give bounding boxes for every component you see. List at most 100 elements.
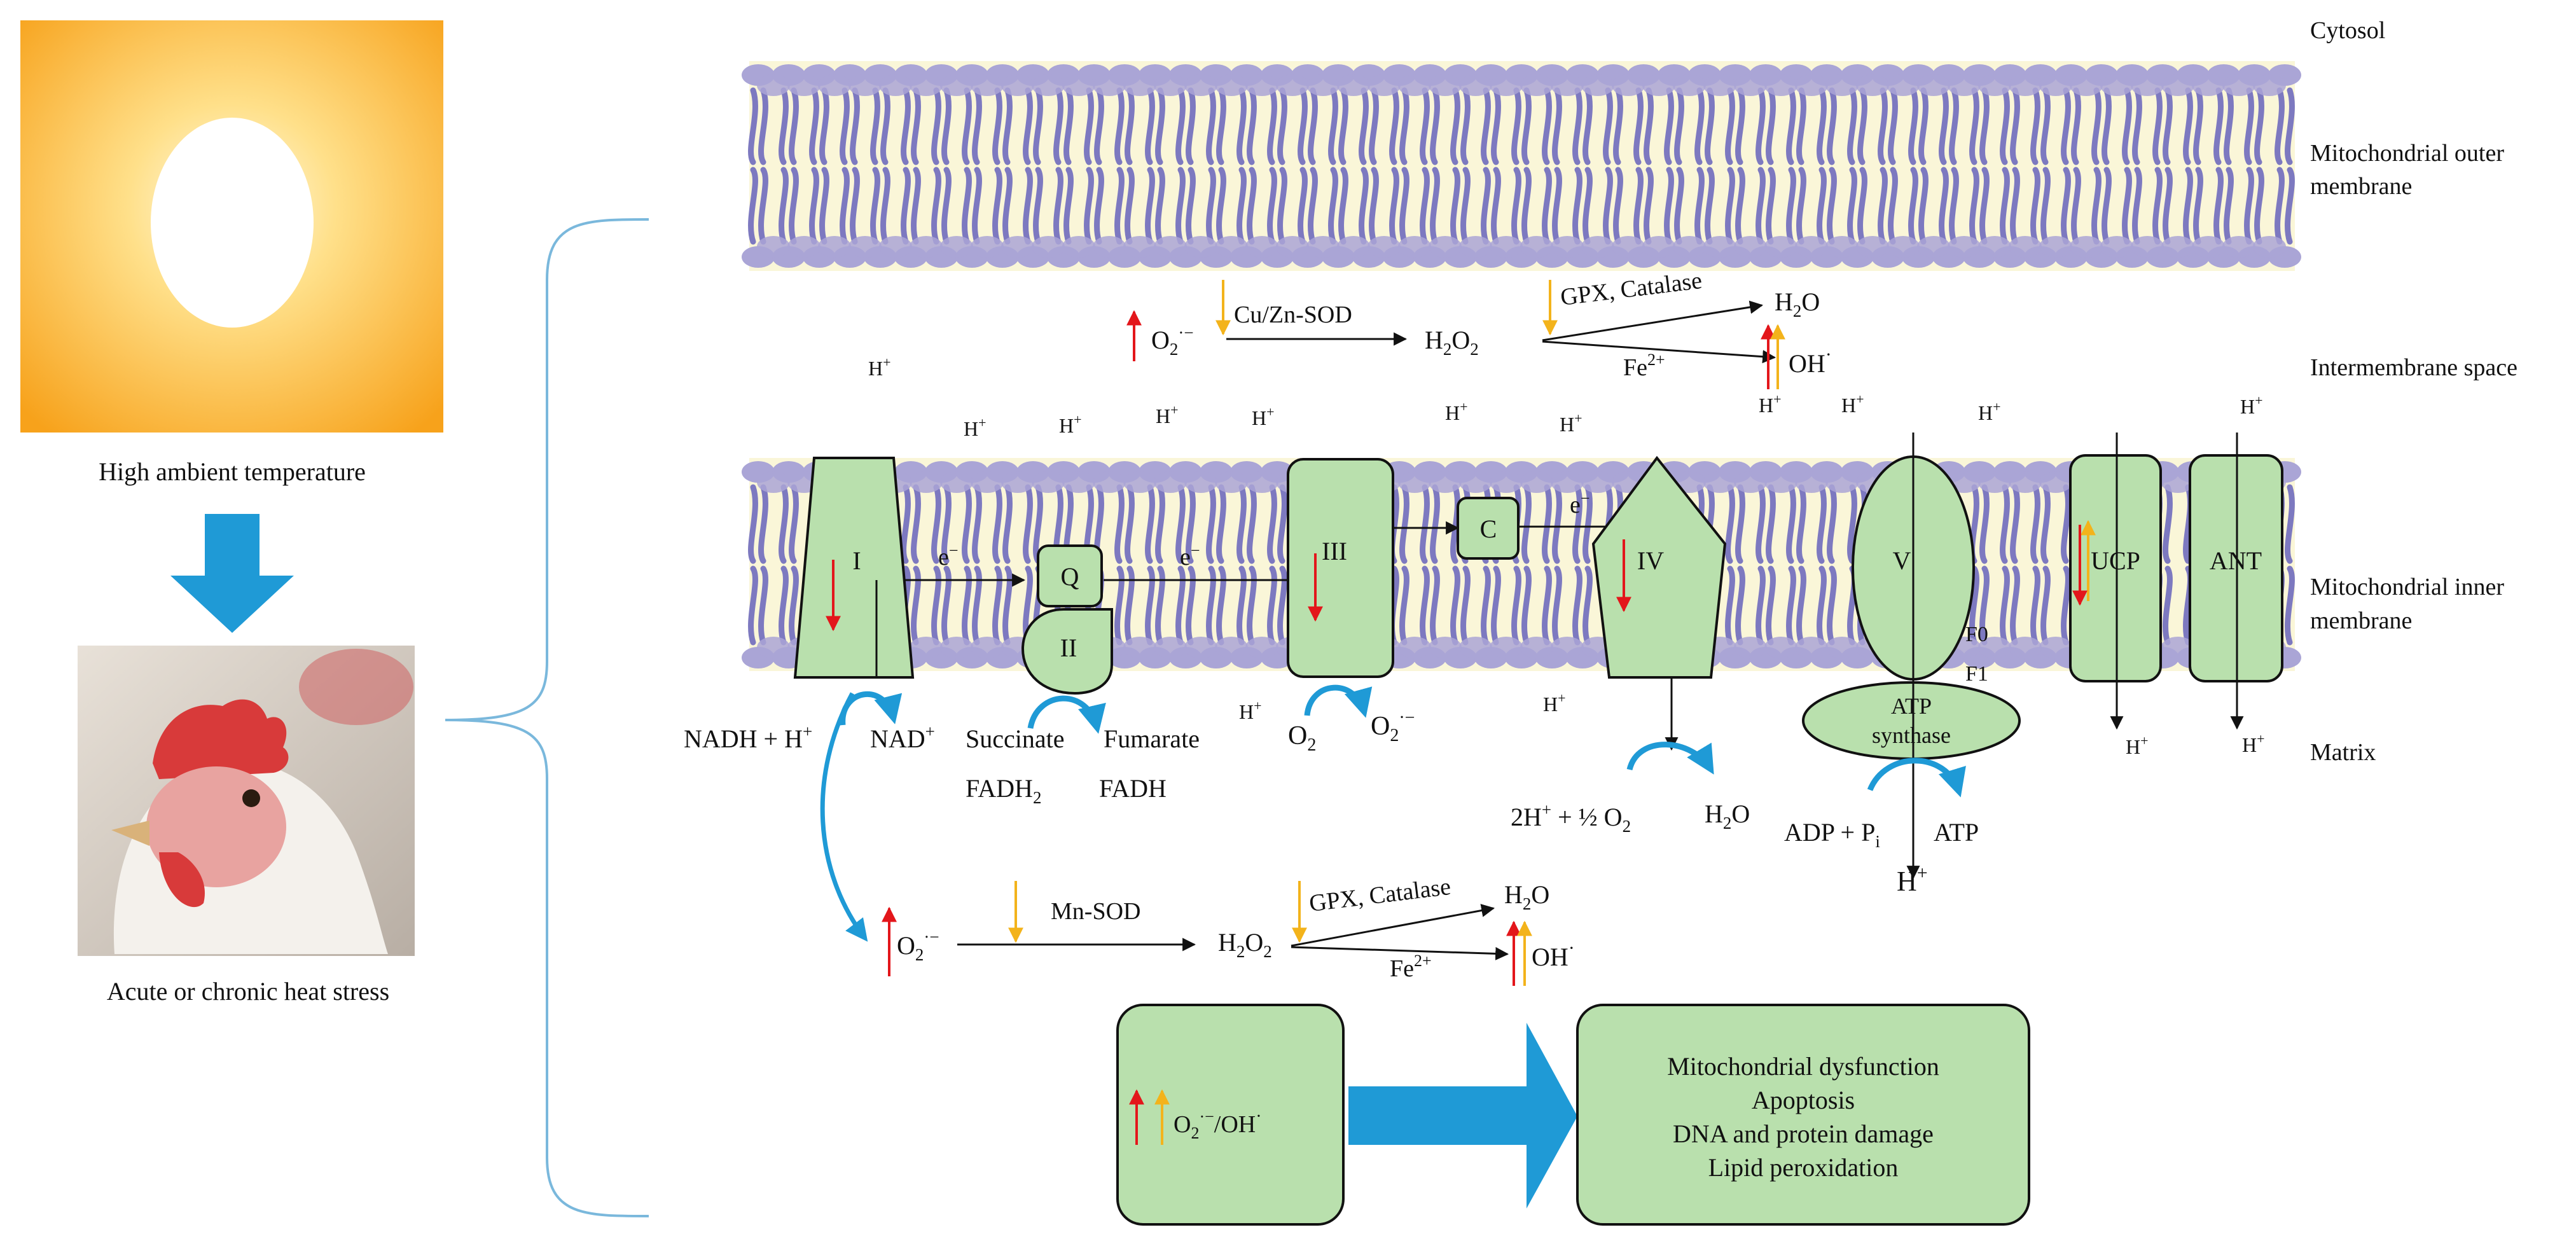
ros-box-label: O2·−/OH· xyxy=(1174,1107,1262,1142)
proton-label: H+ xyxy=(1759,391,1782,417)
complex-i xyxy=(793,457,915,679)
fumarate-label: Fumarate xyxy=(1104,724,1200,753)
proton-group: H+ H+ H+ H+ H+ H+ H+ H+ H+ H+ H+ H+ H+ H+ H+ H+ xyxy=(868,354,2265,897)
label-outer-membrane: Mitochondrial outer xyxy=(2310,140,2504,167)
ims-h2o2: H2O2 xyxy=(1425,326,1479,359)
chicken-label: Acute or chronic heat stress xyxy=(107,977,389,1006)
matrix-superoxide: O2·− xyxy=(897,927,939,964)
water-label: H2O xyxy=(1705,800,1750,833)
ucp xyxy=(2069,454,2162,682)
proton-label: H+ xyxy=(1156,402,1179,427)
electron-label-2: e− xyxy=(1180,541,1200,571)
blue-arrow-complex-ii xyxy=(1027,695,1106,734)
sun-icon xyxy=(151,118,314,328)
electron-label-3: e− xyxy=(1570,489,1590,518)
complex-iii xyxy=(1287,458,1394,678)
superoxide-matrix-label: O2·− xyxy=(1371,708,1415,745)
curly-bracket xyxy=(445,218,649,1217)
label-cytosol: Cytosol xyxy=(2310,17,2385,44)
proton-label: H+ xyxy=(868,354,891,380)
label-matrix: Matrix xyxy=(2310,739,2376,766)
label-inner-membrane-2: membrane xyxy=(2310,607,2412,634)
cytochrome-c-label: C xyxy=(1480,515,1497,543)
blue-arrow-complex-iii xyxy=(1304,684,1373,718)
ims-superoxide: O2·− xyxy=(1151,323,1194,359)
proton-label: H+ xyxy=(964,415,987,440)
atp-label: ATP xyxy=(1934,818,1979,847)
effects-box xyxy=(1576,1004,2030,1226)
f1-label: F1 xyxy=(1965,662,1988,686)
proton-label: H+ xyxy=(1841,391,1864,417)
o2-label: O2 xyxy=(1288,721,1316,755)
effect-3: DNA and protein damage xyxy=(1673,1119,1934,1148)
sun-label: High ambient temperature xyxy=(99,457,366,486)
proton-label: H+ xyxy=(1059,412,1082,437)
ros-box xyxy=(1116,1004,1345,1226)
ims-gpx-arrow xyxy=(1542,300,1764,342)
outer-membrane xyxy=(742,64,2301,268)
matrix-h2o2: H2O2 xyxy=(1218,928,1272,961)
complex-i-label: I xyxy=(852,546,861,575)
ims-fe-arrow xyxy=(1542,340,1776,364)
matrix-fe-label: Fe2+ xyxy=(1390,952,1432,982)
matrix-fe-arrow xyxy=(1291,946,1509,960)
blue-arrow-complex-iv xyxy=(1626,742,1714,775)
fadh2-label: FADH2 xyxy=(966,774,1041,807)
effect-4: Lipid peroxidation xyxy=(1708,1153,1899,1182)
proton-label-atp: H+ xyxy=(1897,862,1928,897)
electron-label-1: e− xyxy=(938,541,959,571)
ims-oh: OH· xyxy=(1789,344,1832,378)
proton-label: H+ xyxy=(2242,731,2265,756)
ims-gpx-label: GPX, Catalase xyxy=(1559,267,1703,311)
proton-label: H+ xyxy=(1978,399,2001,424)
label-outer-membrane-2: membrane xyxy=(2310,173,2412,200)
effect-2: Apoptosis xyxy=(1752,1086,1855,1114)
water-eq-label: 2H+ + ½ O2 xyxy=(1511,800,1631,836)
blue-arrow-atp xyxy=(1867,758,1966,798)
label-intermembrane: Intermembrane space xyxy=(2310,354,2517,381)
succinate-label: Succinate xyxy=(966,724,1065,753)
complex-v-label: V xyxy=(1893,546,1911,575)
fadh-label: FADH xyxy=(1099,774,1167,803)
effect-1: Mitochondrial dysfunction xyxy=(1667,1052,1939,1081)
effect-arrow xyxy=(1348,1023,1577,1208)
complex-ii xyxy=(1021,608,1113,695)
complex-iii-label: III xyxy=(1322,537,1347,565)
ims-fe-label: Fe2+ xyxy=(1623,350,1665,381)
proton-label: H+ xyxy=(1560,410,1582,436)
complex-q-label: Q xyxy=(1061,562,1079,591)
matrix-gpx-label: GPX, Catalase xyxy=(1308,873,1452,917)
proton-label: H+ xyxy=(2126,733,2149,758)
proton-label: H+ xyxy=(1543,690,1566,716)
matrix-oh: OH· xyxy=(1532,938,1575,971)
down-arrow-big xyxy=(170,514,294,633)
f0-label: F0 xyxy=(1965,623,1988,646)
proton-label: H+ xyxy=(1252,404,1275,429)
chicken-image xyxy=(78,646,415,956)
ucp-label: UCP xyxy=(2091,546,2140,575)
proton-label: H+ xyxy=(1445,399,1468,424)
nadh-label: NADH + H+ xyxy=(684,722,812,753)
atp-synthase-label-1: ATP xyxy=(1891,693,1932,719)
label-inner-membrane: Mitochondrial inner xyxy=(2310,574,2504,600)
complex-iv-label: IV xyxy=(1637,546,1664,575)
matrix-h2o: H2O xyxy=(1504,880,1549,913)
proton-label: H+ xyxy=(2240,392,2263,418)
blue-arrow-ros-curve xyxy=(820,692,868,942)
proton-label: H+ xyxy=(1239,698,1262,723)
complex-q xyxy=(1037,544,1103,607)
complex-ii-label: II xyxy=(1060,633,1077,662)
atp-synthase-label-2: synthase xyxy=(1872,723,1951,748)
ant-label: ANT xyxy=(2210,546,2262,575)
ims-h2o: H2O xyxy=(1775,287,1820,321)
cytochrome-c xyxy=(1457,497,1520,560)
mn-sod-label: Mn-SOD xyxy=(1051,898,1140,925)
cuzn-sod-label: Cu/Zn-SOD xyxy=(1234,301,1352,328)
adp-label: ADP + Pi xyxy=(1784,818,1880,851)
matrix-gpx-arrow xyxy=(1291,904,1495,947)
chicken-eye-icon xyxy=(242,789,260,807)
complex-iv xyxy=(1591,455,1727,679)
nad-label: NAD+ xyxy=(870,722,935,753)
